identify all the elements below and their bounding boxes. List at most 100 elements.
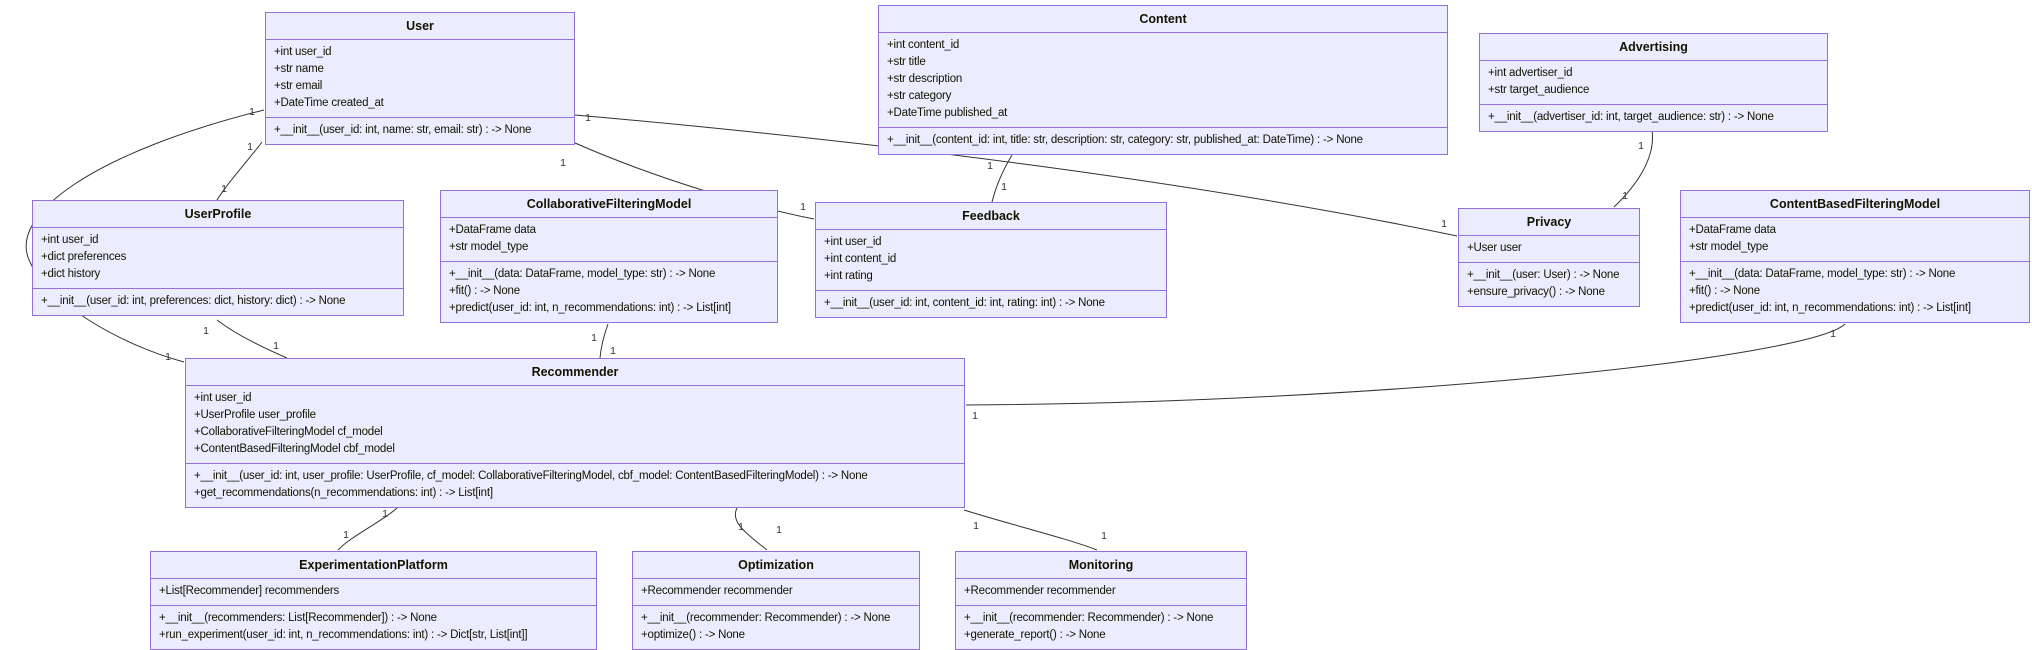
method-row: +__init__(recommenders: List[Recommender…: [159, 612, 437, 624]
method-row: +__init__(data: DataFrame, model_type: s…: [449, 268, 716, 280]
class-experimentation: ExperimentationPlatform +List[Recommender…: [150, 551, 597, 650]
attribute-row: +DataFrame data: [1689, 224, 1776, 236]
methods-section: +__init__(recommenders: List[Recommender…: [151, 606, 596, 649]
multiplicity-label-content-feedback: 1: [1001, 181, 1007, 193]
attribute-row: +List[Recommender] recommenders: [159, 585, 340, 597]
attributes-section: +int user_id+UserProfile user_profile+Co…: [186, 386, 964, 464]
class-advertising: Advertising +int advertiser_id +str target…: [1479, 33, 1828, 132]
edge-recommender-optimization: [734, 507, 768, 551]
method-row: +run_experiment(user_id: int, n_recommen…: [159, 629, 528, 641]
class-content: Content+int content_id+str title+str des…: [878, 5, 1448, 155]
attributes-section: +int content_id+str title+str descriptio…: [879, 33, 1447, 128]
attribute-row: +int rating: [824, 270, 873, 282]
edge-recommender-experimentation: [337, 507, 398, 551]
attribute-row: +str email: [274, 80, 323, 92]
method-row: +__init__(user_id: int, content_id: int,…: [824, 297, 1105, 309]
attributes-section: +int user_id +str name +str email +DateTime…: [266, 40, 574, 118]
multiplicity-label-user-userprofile: 1: [221, 183, 227, 195]
attribute-row: +int content_id: [824, 253, 897, 265]
edge-user-recommender: [25, 109, 265, 363]
attribute-row: +str target_audience: [1488, 84, 1590, 96]
attribute-row: +Recommender recommender: [964, 585, 1116, 597]
methods-section: +__init__(user: User) : -> None+ensure_p…: [1459, 263, 1639, 306]
edge-user-feedback: [574, 142, 815, 220]
attribute-row: +int advertiser_id: [1488, 67, 1573, 79]
attribute-row: +str model_type: [449, 241, 529, 253]
class-cbf: ContentBasedFilteringModel+DataFrame dat…: [1680, 190, 2030, 323]
attribute-row: +DateTime published_at: [887, 107, 1008, 119]
multiplicity-label-content-feedback: 1: [987, 160, 993, 172]
multiplicity-label-recommender-monitoring: 1: [1101, 530, 1107, 542]
class-monitoring: Monitoring+Recommender recommender+__ini…: [955, 551, 1247, 650]
method-row: +__init__(user_id: int, user_profile: Us…: [194, 470, 868, 482]
edge-cfm-recommender: [599, 323, 609, 359]
class-user: User+int user_id+str name+str email+Date…: [265, 12, 575, 145]
method-row: +generate_report() : -> None: [964, 629, 1106, 641]
attributes-section: +int advertiser_id +str target_audience: [1480, 61, 1827, 105]
multiplicity-label-user-recommender: 1: [165, 351, 171, 363]
attribute-row: +UserProfile user_profile: [194, 409, 316, 421]
method-row: +__init__(user_id: int, name: str, email…: [274, 124, 532, 136]
class-name: UserProfile: [33, 201, 403, 228]
attribute-row: +str description: [887, 73, 963, 85]
methods-section: +__init__(data: DataFrame, model_type: s…: [1681, 262, 2029, 322]
edge-advertising-privacy: [1613, 129, 1654, 208]
attribute-row: +dict preferences: [41, 251, 127, 263]
attributes-section: +DataFrame data +str model_type: [1681, 218, 2029, 262]
method-row: +predict(user_id: int, n_recommendations…: [449, 302, 731, 314]
edge-user-userprofile: [216, 141, 263, 201]
methods-section: +__init__(user_id: int, name: str, email…: [266, 118, 574, 144]
attribute-row: +str title: [887, 56, 926, 68]
multiplicity-label-recommender-optimization: 1: [738, 521, 744, 533]
class-name: ExperimentationPlatform: [151, 552, 596, 579]
class-name: Feedback: [816, 203, 1166, 230]
multiplicity-label-user-privacy: 1: [585, 112, 591, 124]
method-row: +__init__(advertiser_id: int, target_aud…: [1488, 111, 1774, 123]
attribute-row: +DateTime created_at: [274, 97, 384, 109]
attributes-section: +int user_id +int content_id +int rating: [816, 230, 1166, 291]
attribute-row: +int user_id: [274, 46, 332, 58]
methods-section: +__init__(user_id: int, user_profile: Us…: [186, 464, 964, 507]
attribute-row: +str category: [887, 90, 952, 102]
multiplicity-label-userprofile-recommender: 1: [273, 340, 279, 352]
attribute-row: +int user_id: [824, 236, 882, 248]
multiplicity-label-userprofile-recommender: 1: [203, 325, 209, 337]
method-row: +predict(user_id: int, n_recommendations…: [1689, 302, 1971, 314]
class-cfm: CollaborativeFilteringModel +DataFrame da…: [440, 190, 778, 323]
method-row: +optimize() : -> None: [641, 629, 745, 641]
methods-section: +__init__(advertiser_id: int, target_aud…: [1480, 105, 1827, 131]
multiplicity-label-recommender-monitoring: 1: [973, 520, 979, 532]
class-optimization: Optimization+Recommender recommender+__i…: [632, 551, 920, 650]
attribute-row: +int user_id: [41, 234, 99, 246]
multiplicity-label-recommender-experimentation: 1: [343, 529, 349, 541]
attributes-section: +List[Recommender] recommenders: [151, 579, 596, 606]
method-row: +__init__(data: DataFrame, model_type: s…: [1689, 268, 1956, 280]
class-name: ContentBasedFilteringModel: [1681, 191, 2029, 218]
methods-section: +__init__(recommender: Recommender) : ->…: [956, 606, 1246, 649]
multiplicity-label-user-recommender: 1: [249, 106, 255, 118]
multiplicity-label-advertising-privacy: 1: [1622, 190, 1628, 202]
class-userprofile: UserProfile +int user_id +dict preferences…: [32, 200, 404, 316]
methods-section: +__init__(content_id: int, title: str, d…: [879, 128, 1447, 154]
class-privacy: Privacy+User user+__init__(user: User) :…: [1458, 208, 1640, 307]
multiplicity-label-cfm-recommender: 1: [610, 345, 616, 357]
class-name: Content: [879, 6, 1447, 33]
method-row: +__init__(recommender: Recommender) : ->…: [964, 612, 1214, 624]
method-row: +__init__(user: User) : -> None: [1467, 269, 1620, 281]
class-name: CollaborativeFilteringModel: [441, 191, 777, 218]
edge-cbf-recommender: [965, 323, 1846, 406]
class-feedback: Feedback+int user_id+int content_id+int …: [815, 202, 1167, 318]
attribute-row: +str name: [274, 63, 324, 75]
multiplicity-label-user-privacy: 1: [1441, 218, 1447, 230]
edge-content-feedback: [991, 154, 1013, 203]
attributes-section: +Recommender recommender: [956, 579, 1246, 606]
method-row: +get_recommendations(n_recommendations: …: [194, 487, 493, 499]
method-row: +__init__(content_id: int, title: str, d…: [887, 134, 1363, 146]
methods-section: +__init__(data: DataFrame, model_type: s…: [441, 262, 777, 322]
edge-user-privacy: [574, 114, 1458, 237]
class-name: Advertising: [1480, 34, 1827, 61]
attributes-section: +Recommender recommender: [633, 579, 919, 606]
attribute-row: +DataFrame data: [449, 224, 536, 236]
attribute-row: +str model_type: [1689, 241, 1769, 253]
attribute-row: +Recommender recommender: [641, 585, 793, 597]
